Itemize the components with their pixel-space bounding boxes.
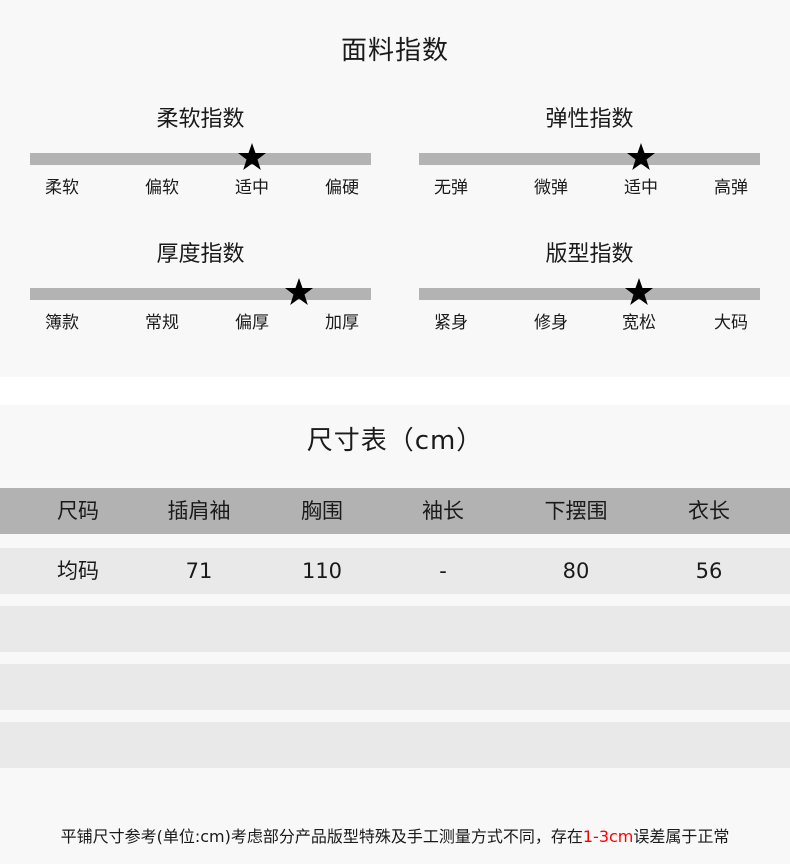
- elasticity-label-3: 适中: [624, 178, 658, 198]
- elasticity-index-title: 弹性指数: [545, 107, 634, 132]
- size-table-header: 尺码 插肩袖 胸围 袖长 下摆围 衣长: [0, 488, 790, 534]
- softness-index-title: 柔软指数: [156, 107, 245, 132]
- cell-hem: 80: [562, 559, 590, 583]
- size-table-title: 尺寸表（cm）: [306, 426, 484, 456]
- cell-sleeve-length: -: [439, 559, 447, 583]
- header-length: 衣长: [688, 499, 730, 523]
- table-row-empty: [0, 722, 790, 768]
- footnote-text-end: 误差属于正常: [633, 827, 730, 846]
- softness-scale-bar: [30, 153, 371, 165]
- fit-index-title: 版型指数: [545, 242, 634, 267]
- fit-label-3: 宽松: [622, 313, 656, 333]
- cell-chest: 110: [301, 559, 343, 583]
- elasticity-label-2: 微弹: [534, 178, 568, 198]
- fabric-index-title: 面料指数: [340, 36, 449, 66]
- table-row-empty: [0, 664, 790, 710]
- softness-label-2: 偏软: [145, 178, 179, 198]
- size-table-panel: 尺寸表（cm） 尺码 插肩袖 胸围 袖长 下摆围 衣长 均码 71 110 - …: [0, 405, 790, 864]
- elasticity-scale-bar: [419, 153, 760, 165]
- thickness-label-2: 常规: [145, 313, 179, 333]
- cell-size: 均码: [57, 559, 99, 583]
- softness-label-3: 适中: [235, 178, 269, 198]
- header-raglan-sleeve: 插肩袖: [167, 499, 231, 523]
- fabric-index-panel: 面料指数 柔软指数 柔软 偏软 适中 偏硬 弹性指数 无弹 微弹 适中 高弹 厚…: [0, 0, 790, 377]
- footnote-text: 平铺尺寸参考(单位:cm)考虑部分产品版型特殊及手工测量方式不同，存在: [60, 827, 583, 846]
- cell-length: 56: [695, 559, 723, 583]
- fit-label-2: 修身: [534, 313, 568, 333]
- fit-scale-bar: [419, 288, 760, 300]
- header-chest: 胸围: [301, 499, 343, 523]
- fit-label-4: 大码: [714, 313, 748, 333]
- star-icon: [284, 277, 314, 307]
- elasticity-label-4: 高弹: [714, 178, 748, 198]
- elasticity-label-1: 无弹: [434, 178, 468, 198]
- header-size: 尺码: [57, 499, 99, 523]
- header-hem: 下摆围: [544, 499, 608, 523]
- thickness-index-title: 厚度指数: [156, 242, 245, 267]
- thickness-label-4: 加厚: [325, 313, 359, 333]
- softness-label-1: 柔软: [45, 178, 79, 198]
- star-icon: [237, 142, 267, 172]
- cell-raglan-sleeve: 71: [185, 559, 213, 583]
- star-icon: [624, 277, 654, 307]
- header-sleeve-length: 袖长: [422, 499, 464, 523]
- thickness-label-1: 簿款: [45, 313, 79, 333]
- thickness-scale-bar: [30, 288, 371, 300]
- footnote-tolerance: 1-3cm: [582, 827, 634, 846]
- table-row: 均码 71 110 - 80 56: [0, 548, 790, 594]
- measurement-footnote: 平铺尺寸参考(单位:cm)考虑部分产品版型特殊及手工测量方式不同，存在1-3cm…: [0, 825, 790, 849]
- thickness-label-3: 偏厚: [235, 313, 269, 333]
- star-icon: [626, 142, 656, 172]
- fit-label-1: 紧身: [434, 313, 468, 333]
- softness-label-4: 偏硬: [325, 178, 359, 198]
- table-row-empty: [0, 606, 790, 652]
